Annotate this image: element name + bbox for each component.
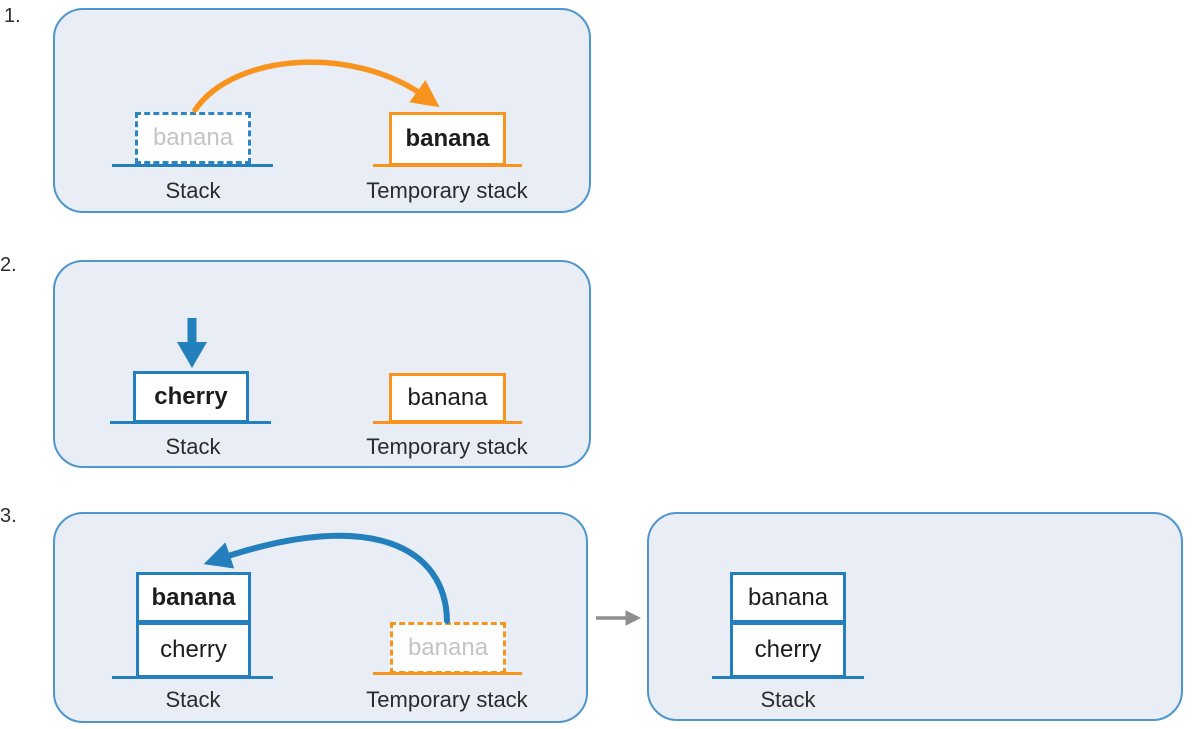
temp-stack-label: Temporary stack — [366, 434, 528, 459]
step-1-number: 1. — [4, 5, 21, 27]
ghost-item-text: banana — [407, 634, 489, 661]
item-text: cherry — [160, 636, 227, 663]
stack-baseline — [110, 421, 271, 424]
result-stack-label: Stack — [760, 687, 816, 712]
item-text: banana — [151, 583, 236, 611]
stack-label: Stack — [165, 178, 221, 203]
item-text: cherry — [754, 636, 822, 663]
temp-stack-item-banana: banana — [389, 112, 506, 166]
item-text: cherry — [154, 383, 228, 410]
stack-baseline — [112, 676, 273, 679]
temp-stack-item-banana: banana — [389, 373, 506, 423]
step-2-panel — [53, 260, 591, 468]
stack-item-cherry: cherry — [136, 622, 251, 678]
ghost-item-text: banana — [152, 124, 234, 151]
temp-stack-label: Temporary stack — [366, 687, 528, 712]
result-stack-item-cherry: cherry — [730, 622, 846, 678]
stack-item-cherry: cherry — [133, 371, 249, 423]
temp-slot-ghost-banana: banana — [390, 622, 506, 674]
item-text: banana — [747, 583, 829, 611]
temp-stack-baseline — [373, 164, 522, 167]
temp-stack-baseline — [373, 672, 522, 675]
step-2-number: 2. — [0, 254, 17, 276]
temp-stack-label: Temporary stack — [366, 178, 528, 203]
result-stack-item-banana: banana — [730, 572, 846, 623]
step-3-number: 3. — [0, 505, 17, 527]
stack-item-banana: banana — [136, 572, 251, 623]
item-text: banana — [405, 125, 490, 152]
stack-baseline — [112, 164, 273, 167]
stack-slot-ghost-banana: banana — [135, 112, 251, 164]
temp-stack-baseline — [373, 421, 522, 424]
item-text: banana — [407, 384, 488, 411]
stack-label: Stack — [165, 687, 221, 712]
stack-label: Stack — [165, 434, 221, 459]
result-stack-baseline — [712, 676, 864, 679]
